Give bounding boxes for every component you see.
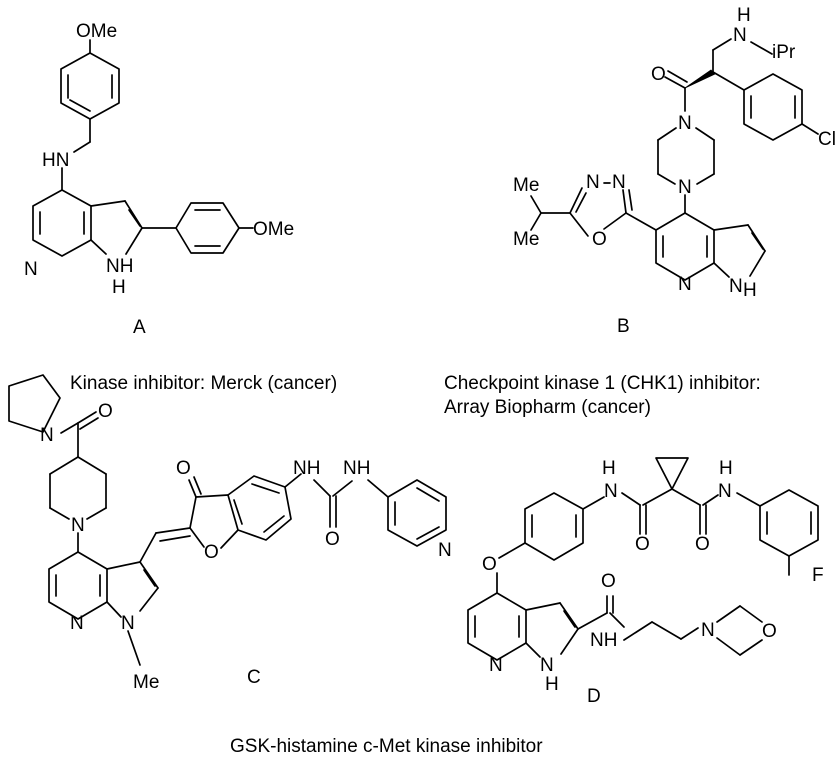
a-hn-label: HN <box>42 150 69 171</box>
c-ketone-o-label: O <box>176 458 191 479</box>
d-letter: D <box>587 686 601 707</box>
a-pyridine-ring <box>32 189 92 257</box>
d-morpholine-o-label: O <box>762 621 777 642</box>
a-ome-top-label: OMe <box>76 21 117 42</box>
a-letter: A <box>133 317 146 338</box>
c-benzo-ring <box>227 475 292 541</box>
d-cyclopropane-ring <box>655 457 689 490</box>
caption-b: Checkpoint kinase 1 (CHK1) inhibitor: Ar… <box>444 372 761 420</box>
d-amide1-h-label: H <box>602 458 616 479</box>
b-pyridine-n-label: N <box>678 274 692 295</box>
b-oxadiazole-n2-label: N <box>612 172 626 193</box>
b-pyrrole-h-label: H <box>743 280 757 301</box>
d-pyrrole-h-label: H <box>545 674 559 695</box>
d-pyridine-ring <box>467 592 527 661</box>
structure-c: N O N N N Me O <box>8 374 452 693</box>
d-amide2-n-label: N <box>718 481 732 502</box>
b-carbonyl-o-label: O <box>651 64 666 85</box>
b-chlorophenyl-ring <box>743 73 803 141</box>
c-pyrrolidine-n-label: N <box>40 425 54 446</box>
d-pyrrole-n-label: N <box>540 655 554 676</box>
c-n-methyl-label: Me <box>133 672 159 693</box>
d-amide2-h-label: H <box>719 458 733 479</box>
d-amide3-nh-label: NH <box>590 630 617 651</box>
c-pyridine-n-label: N <box>70 613 84 634</box>
b-cl-label: Cl <box>818 129 836 150</box>
d-phenylene-ring <box>524 492 584 561</box>
b-nh-h-label: H <box>737 5 751 26</box>
caption-a: Kinase inhibitor: Merck (cancer) <box>70 372 337 396</box>
d-amide1-o-label: O <box>635 534 650 555</box>
d-amide2-o-label: O <box>695 534 710 555</box>
a-pyrrole-nh-label: NH <box>106 256 133 277</box>
a-top-benzene-ring <box>60 52 120 120</box>
c-letter: C <box>247 667 261 688</box>
d-ether-o-label: O <box>482 554 497 575</box>
footer-caption-text: GSK-histamine c-Met kinase inhibitor <box>230 736 543 757</box>
b-pyridine-ring <box>655 212 715 281</box>
c-furan-o-label: O <box>204 542 219 563</box>
footer-caption: GSK-histamine c-Met kinase inhibitor <box>230 735 543 759</box>
structure-d: N N H O N H O O N H <box>467 457 824 707</box>
b-pyrrole-n-label: N <box>729 276 743 297</box>
c-pyrrolidine-ring <box>8 374 61 433</box>
a-pyrrole-h-label: H <box>112 277 126 298</box>
d-amide3-o-label: O <box>601 571 616 592</box>
a-pyridine-n-label: N <box>24 259 38 280</box>
c-piperidine-n-label: N <box>71 515 85 536</box>
c-amide-o-label: O <box>98 401 113 422</box>
b-oxadiazole-o-label: O <box>592 229 607 250</box>
d-fluorophenyl-ring <box>759 489 819 557</box>
caption-b-line-2: Array Biopharm (cancer) <box>444 397 651 418</box>
b-me-bottom-label: Me <box>513 229 539 250</box>
caption-b-line-1: Checkpoint kinase 1 (CHK1) inhibitor: <box>444 373 761 394</box>
caption-a-line-1: Kinase inhibitor: Merck (cancer) <box>70 373 338 394</box>
c-pyrrole-n-label: N <box>121 613 135 634</box>
b-nh-n-label: N <box>733 25 747 46</box>
a-ome-right-label: OMe <box>253 219 294 240</box>
c-pyridine-ring <box>48 551 108 620</box>
c-urea-o-label: O <box>325 529 340 550</box>
b-piperazine-n1-label: N <box>678 113 692 134</box>
b-piperazine-n2-label: N <box>678 177 692 198</box>
structure-a: OMe HN N NH H OMe A <box>24 21 294 338</box>
b-ipr-label: iPr <box>772 42 796 63</box>
c-urea-nh1-n-label: NH <box>293 458 320 479</box>
d-amide1-n-label: N <box>604 481 618 502</box>
b-stereo-wedge <box>684 69 716 89</box>
structure-b: H N iPr O Cl N N N <box>513 5 836 337</box>
b-letter: B <box>617 316 630 337</box>
c-pyridyl-ring <box>387 479 447 547</box>
b-me-top-label: Me <box>513 175 539 196</box>
d-pyridine-n-label: N <box>489 655 503 676</box>
b-oxadiazole-n1-label: N <box>586 172 600 193</box>
c-urea-nh2-label: NH <box>343 458 370 479</box>
c-pyridyl-n-label: N <box>438 540 452 561</box>
d-morpholine-n-label: N <box>701 620 715 641</box>
d-f-label: F <box>812 565 824 586</box>
